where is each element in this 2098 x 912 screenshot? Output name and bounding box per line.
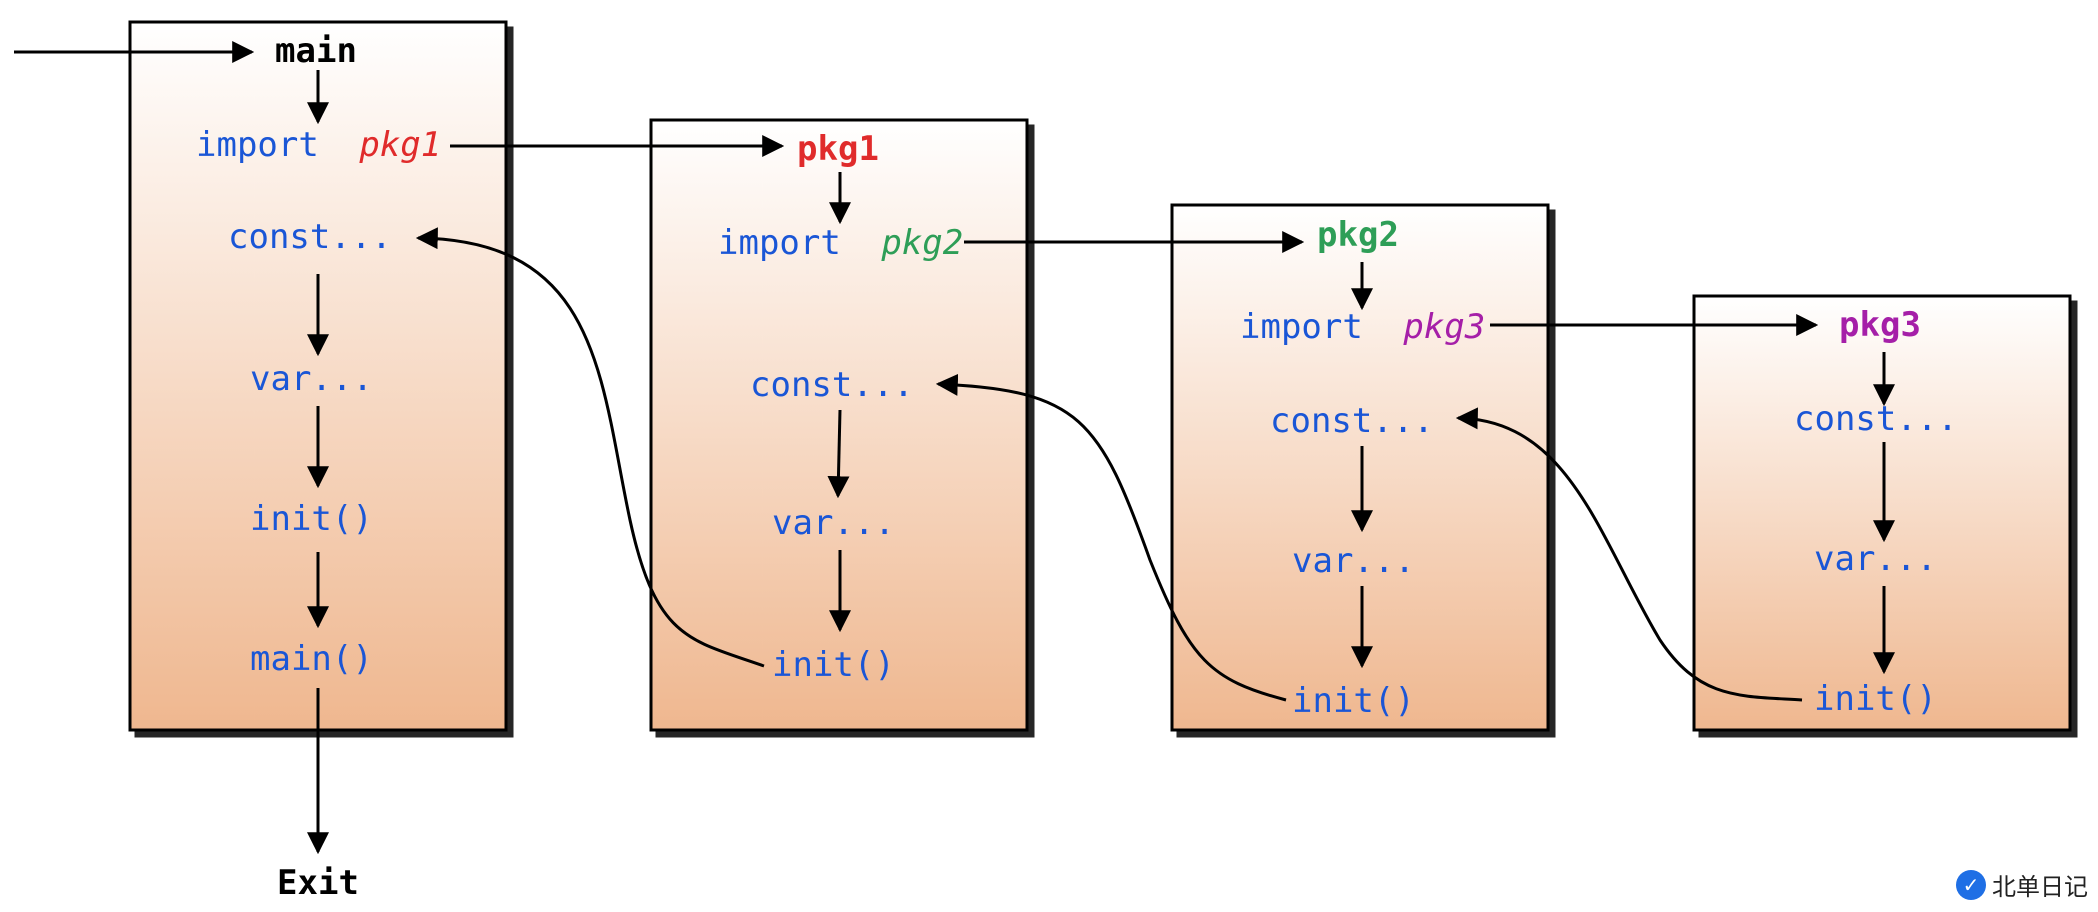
pkg1-title: pkg1 — [797, 129, 879, 169]
pkg3-title: pkg3 — [1839, 305, 1921, 345]
pkg2-import-pkg: pkg3 — [1402, 307, 1485, 347]
checkmark-icon: ✓ — [1956, 869, 1986, 900]
curve-pkg2-init-to-pkg1-const — [935, 373, 1287, 702]
pkg1-init: init() — [772, 645, 895, 685]
pkg1-import-pkg: pkg2 — [880, 223, 963, 263]
curve-pkg1-init-to-main-const — [415, 227, 765, 668]
watermark-text: 北单日记 — [1992, 873, 2088, 901]
main-var: var... — [250, 359, 373, 399]
arrow-const-to-var-pkg1 — [827, 409, 850, 499]
main-const: const... — [228, 217, 392, 257]
box-pkg2 — [1170, 203, 1550, 732]
main-main: main() — [250, 639, 373, 679]
pkg1-import-line: import pkg2 — [718, 223, 963, 263]
pkg2-title: pkg2 — [1317, 215, 1399, 255]
pkg2-var: var... — [1292, 541, 1415, 581]
pkg1-const: const... — [750, 365, 914, 405]
curve-pkg3-init-to-pkg2-const — [1455, 407, 1803, 702]
pkg2-import-keyword: import — [1240, 307, 1363, 347]
main-import-keyword: import — [196, 125, 319, 165]
main-import-line: import pkg1 — [196, 125, 441, 165]
watermark: ✓ 北单日记 — [1956, 867, 2088, 902]
main-import-pkg: pkg1 — [358, 125, 441, 165]
pkg3-const: const... — [1794, 399, 1958, 439]
box-pkg3 — [1692, 294, 2072, 732]
pkg2-import-line: import pkg3 — [1240, 307, 1485, 347]
pkg2-init: init() — [1292, 681, 1415, 721]
exit-label: Exit — [277, 863, 359, 903]
pkg3-var: var... — [1814, 539, 1937, 579]
pkg1-var: var... — [772, 503, 895, 543]
pkg1-import-keyword: import — [718, 223, 841, 263]
pkg2-const: const... — [1270, 401, 1434, 441]
main-title: main — [275, 31, 357, 71]
main-init: init() — [250, 499, 373, 539]
pkg3-init: init() — [1814, 679, 1937, 719]
